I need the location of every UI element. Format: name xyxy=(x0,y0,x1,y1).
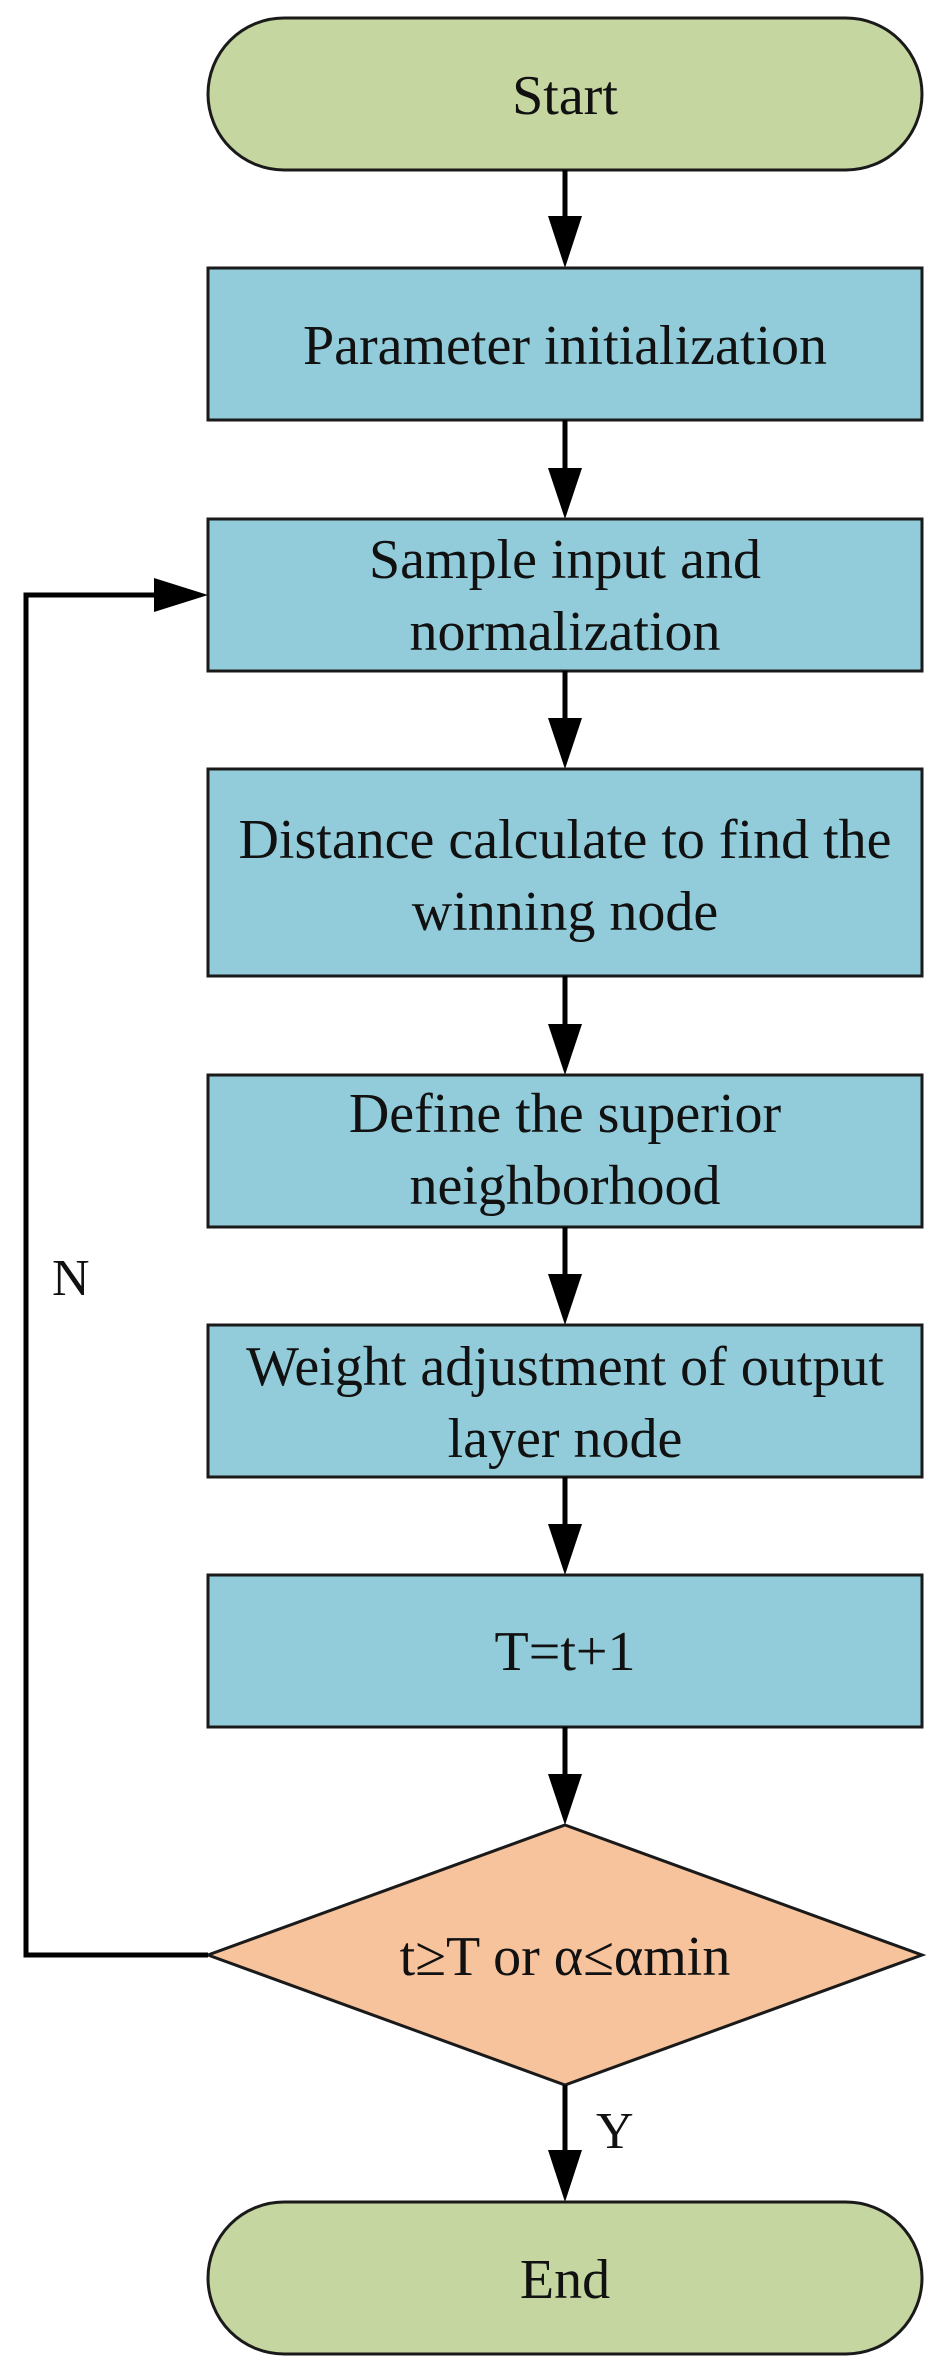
arrowhead-start-to-init xyxy=(548,216,582,268)
process-parameter-initialization xyxy=(206,266,924,422)
arrowhead-init-to-sample xyxy=(548,468,582,519)
distance-calculate-label-line2: winning node xyxy=(412,881,718,943)
define-neighborhood-label-line2: neighborhood xyxy=(409,1155,720,1217)
arrowhead-distance-to-define xyxy=(548,1024,582,1075)
process-distance-calculate xyxy=(206,767,924,978)
define-neighborhood-label-line1: Define the superior xyxy=(349,1083,782,1145)
process-define-neighborhood xyxy=(206,1073,924,1229)
end-terminal xyxy=(206,2200,924,2356)
no-branch-label: N xyxy=(52,1250,90,1307)
weight-adjustment-label-line1: Weight adjustment of output xyxy=(246,1336,884,1398)
process-weight-adjustment xyxy=(206,1323,924,1479)
arrowhead-decision-to-end xyxy=(548,2150,582,2202)
sample-input-label-line2: normalization xyxy=(409,601,720,663)
yes-branch-label: Y xyxy=(596,2103,634,2160)
decision-label: t≥T or α≤αmin xyxy=(400,1926,731,1988)
sample-input-label-line1: Sample input and xyxy=(369,529,761,591)
arrowhead-loop-back xyxy=(154,578,208,612)
loop-back-connector xyxy=(23,592,208,1958)
increment-label: T=t+1 xyxy=(495,1621,636,1683)
arrowhead-sample-to-distance xyxy=(548,718,582,769)
parameter-initialization-label: Parameter initialization xyxy=(303,315,827,377)
start-label: Start xyxy=(512,65,618,127)
distance-calculate-label-line1: Distance calculate to find the xyxy=(238,809,891,871)
arrowhead-define-to-weight xyxy=(548,1274,582,1325)
arrowhead-increment-to-decision xyxy=(548,1774,582,1825)
weight-adjustment-label-line2: layer node xyxy=(448,1408,683,1470)
arrowhead-weight-to-increment xyxy=(548,1524,582,1575)
end-label: End xyxy=(520,2249,610,2311)
